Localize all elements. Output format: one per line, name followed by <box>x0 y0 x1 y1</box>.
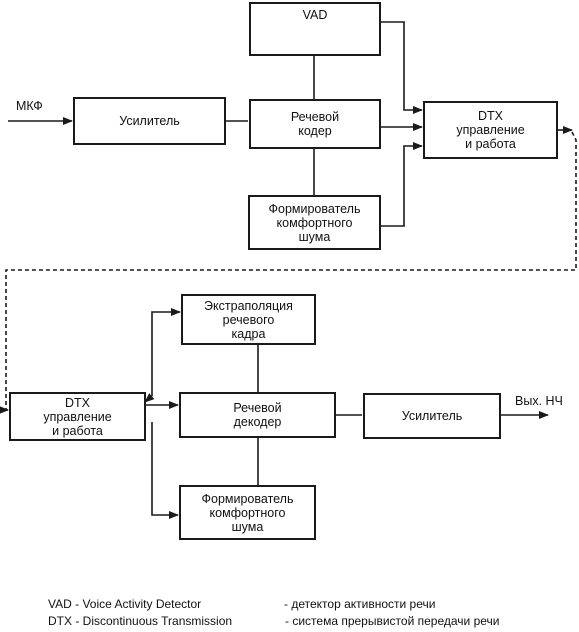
noise-to-dtx-arrow <box>380 142 423 227</box>
encoder-dtx-block: DTX управление и работа <box>423 101 558 159</box>
decoder-amplifier-block: Усилитель <box>363 393 501 439</box>
speech-decoder-block: Речевой декодер <box>179 392 336 438</box>
vad-to-dtx-arrow <box>380 21 423 114</box>
speech-coder-block: Речевой кодер <box>249 99 381 149</box>
extrapolation-block: Экстраполяция речевого кадра <box>181 294 316 345</box>
vad-block: VAD <box>249 2 381 56</box>
encoder-amplifier-block: Усилитель <box>73 97 226 145</box>
legend-dtx-desc: - система прерывистой передачи речи <box>285 614 500 628</box>
output-label: Вых. НЧ <box>515 394 563 408</box>
legend-dtx-term: DTX - Discontinuous Transmission <box>48 614 233 628</box>
extrap-to-dtx-arrow <box>144 393 155 403</box>
encoder-comfort-noise-block: Формирователь комфортного шума <box>248 195 381 250</box>
channel-link-dashed <box>5 131 577 410</box>
dtx-to-noise-arrow <box>151 422 179 519</box>
legend-vad-term: VAD - Voice Activity Detector <box>48 597 202 611</box>
decoder-dtx-block: DTX управление и работа <box>9 392 146 441</box>
decoder-comfort-noise-block: Формирователь комфортного шума <box>179 485 316 540</box>
legend-vad-desc: - детектор активности речи <box>284 597 436 611</box>
dtx-to-extrap-arrow <box>151 308 181 396</box>
input-label: МКФ <box>16 99 43 113</box>
